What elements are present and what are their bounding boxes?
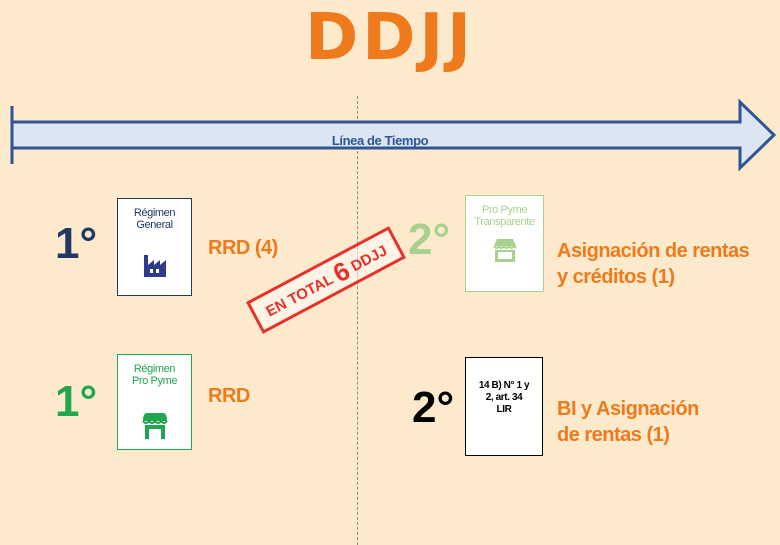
timeline-label: Línea de Tiempo <box>331 133 429 148</box>
store-icon <box>141 413 168 439</box>
page-title: DDJJ <box>305 1 475 75</box>
ordinal-art34: 2° <box>412 383 455 432</box>
pyme-transparente-label-2: Transparente <box>474 216 535 228</box>
art34-description-2: de rentas (1) <box>557 424 670 446</box>
regimen-pyme-box: Régimen Pro Pyme <box>117 354 192 450</box>
art34-label-1: 14 B) N° 1 y <box>478 380 530 391</box>
regimen-general-box: Régimen General <box>117 198 192 296</box>
timeline-arrow <box>10 98 777 172</box>
pyme-transparente-description: Asignación de rentas y créditos (1) <box>557 238 750 290</box>
pyme-transparente-description-2: y créditos (1) <box>557 266 675 288</box>
regimen-pyme-description: RRD <box>208 385 250 407</box>
regimen-pyme-label-2: Pro Pyme <box>131 375 178 387</box>
pyme-transparente-description-1: Asignación de rentas <box>557 240 750 262</box>
regimen-general-description: RRD (4) <box>208 237 278 259</box>
art34-description: BI y Asignación de rentas (1) <box>557 396 699 448</box>
store-icon <box>492 239 517 262</box>
stamp-suffix: DDJJ <box>348 242 391 276</box>
art34-label-2: 2, art. 34 <box>485 392 523 403</box>
art34-box: 14 B) N° 1 y 2, art. 34 LIR <box>465 357 543 456</box>
pyme-transparente-box: Pro Pyme Transparente <box>465 195 544 292</box>
ordinal-transparente: 2° <box>408 215 451 264</box>
regimen-general-label-2: General <box>136 219 173 231</box>
ordinal-pyme: 1° <box>55 377 98 426</box>
regimen-pyme-label-1: Régimen <box>133 363 176 375</box>
stamp-prefix: EN TOTAL <box>263 270 337 321</box>
art34-description-1: BI y Asignación <box>557 398 699 420</box>
pyme-transparente-label-1: Pro Pyme <box>481 204 528 216</box>
regimen-general-label-1: Régimen <box>133 207 176 219</box>
center-divider <box>357 96 358 545</box>
factory-icon <box>143 255 166 277</box>
ordinal-general: 1° <box>55 219 98 268</box>
art34-label-3: LIR <box>496 404 512 415</box>
